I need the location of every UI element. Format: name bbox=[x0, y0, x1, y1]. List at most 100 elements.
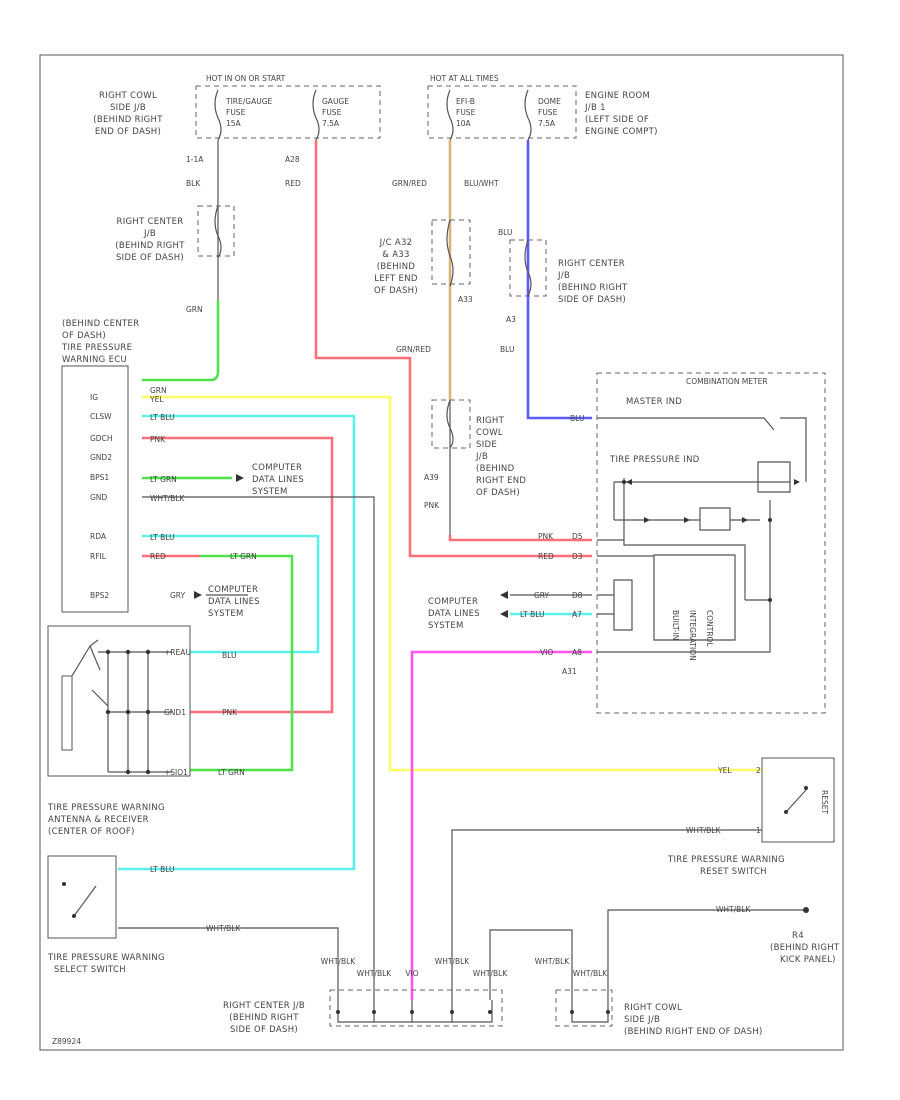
jc-l5: OF DASH) bbox=[374, 286, 418, 296]
ecu-wire-red: RED bbox=[150, 552, 166, 561]
cds-b-3: SYSTEM bbox=[208, 609, 244, 619]
meter-inner-2: INTEGRATION bbox=[688, 610, 697, 661]
rc-jb2-l1: RIGHT CENTER bbox=[558, 259, 625, 269]
wire-labels: 1-1A BLK A28 RED GRN/RED BLU/WHT GRN BLU… bbox=[186, 155, 516, 510]
meter-inner-1: BUILT-IN bbox=[671, 610, 680, 640]
reset-wire-yel: YEL bbox=[717, 766, 732, 775]
ecu-wire-pnk: PNK bbox=[150, 435, 166, 444]
ecu-pin-gnd2: GND2 bbox=[90, 453, 112, 462]
cds-a-arrow-icon bbox=[236, 474, 244, 482]
bottom-left-col-2: WHT/BLK bbox=[357, 969, 392, 978]
meter-wire-vio: VIO bbox=[540, 648, 553, 657]
antenna-pin-gnd1: GND1 bbox=[164, 708, 186, 717]
wire-cyan-a bbox=[118, 414, 356, 871]
rcowl-l1: RIGHT bbox=[476, 416, 505, 426]
fuse-box-right-loc-1: ENGINE ROOM bbox=[585, 91, 650, 101]
wire-label-3: GRN/RED bbox=[392, 179, 427, 188]
meter-wire-blu: BLU bbox=[570, 414, 584, 423]
bottom-right-col-1: WHT/BLK bbox=[535, 957, 570, 966]
wire-label-7: A3 bbox=[506, 315, 516, 324]
ecu-pin-bps1: BPS1 bbox=[90, 473, 109, 482]
antenna-pin-reau: +REAU bbox=[164, 648, 191, 657]
select-wire-ltblu: LT BLU bbox=[150, 865, 175, 874]
rc-jb2-l2: J/B bbox=[557, 271, 570, 281]
antenna-caption-3: (CENTER OF ROOF) bbox=[48, 827, 135, 837]
antenna-wire-blu: BLU bbox=[222, 651, 236, 660]
fuse-box-left-loc-1: RIGHT COWL bbox=[99, 91, 157, 101]
wire-pink bbox=[448, 535, 592, 542]
reset-pin-2: 2 bbox=[756, 766, 761, 775]
ground-terminal-icon bbox=[803, 907, 809, 913]
fuse-box-right-loc-2: J/B 1 bbox=[584, 103, 606, 113]
wire-yellow bbox=[142, 395, 762, 772]
ecu-pin-gdch: GDCH bbox=[90, 434, 112, 443]
ecu-title-4: WARNING ECU bbox=[62, 355, 127, 365]
wire-label-10: A39 bbox=[424, 473, 439, 482]
jc-l3: (BEHIND bbox=[377, 262, 416, 272]
ecu-wire-gry: GRY bbox=[170, 591, 186, 600]
wiring bbox=[118, 140, 806, 1000]
ecu-wire-grn: GRN bbox=[150, 386, 167, 395]
select-caption-1: TIRE PRESSURE WARNING bbox=[47, 953, 165, 963]
bottom-left-col-5: WHT/BLK bbox=[473, 969, 508, 978]
fuse-left-a-type: FUSE bbox=[226, 108, 246, 117]
junction-jc: J/C A32 & A33 (BEHIND LEFT END OF DASH) bbox=[374, 219, 471, 296]
bottom-left-caption-1: RIGHT CENTER J/B bbox=[223, 1001, 305, 1011]
fuse-right-b-type: FUSE bbox=[538, 108, 558, 117]
wire-green bbox=[142, 300, 220, 382]
rc-jb1-l2: J/B bbox=[143, 229, 156, 239]
ecu-title-2: OF DASH) bbox=[62, 331, 106, 341]
computer-data-lines: COMPUTER DATA LINES SYSTEM COMPUTER DATA… bbox=[194, 463, 508, 631]
fuse-box-right: HOT AT ALL TIMES ENGINE ROOM J/B 1 (LEFT… bbox=[427, 74, 658, 141]
antenna-wire-pnk: PNK bbox=[222, 708, 238, 717]
antenna-receiver: +REAU GND1 +SIO1 BLU PNK LT GRN TIRE PRE… bbox=[47, 625, 245, 837]
rc-jb2-l3: (BEHIND RIGHT bbox=[558, 283, 628, 293]
bottom-left-col-1: WHT/BLK bbox=[321, 957, 356, 966]
ecu-pin-rda: RDA bbox=[90, 532, 107, 541]
fuse-left-b-type: FUSE bbox=[322, 108, 342, 117]
wire-label-9: GRN/RED bbox=[396, 345, 431, 354]
junction-rcowl: RIGHT COWL SIDE J/B (BEHIND RIGHT END OF… bbox=[431, 399, 526, 498]
meter-wire-ltblu: LT BLU bbox=[520, 610, 545, 619]
select-wire-whtblk: WHT/BLK bbox=[206, 924, 241, 933]
fuse-box-right-loc-4: ENGINE COMPT) bbox=[585, 127, 658, 137]
antenna-pin-sio1: +SIO1 bbox=[164, 768, 188, 777]
wire-label-1a: 1-1A bbox=[186, 155, 204, 164]
wire-label-5: GRN bbox=[186, 305, 203, 314]
bottom-right-caption-2: SIDE J/B bbox=[624, 1015, 660, 1025]
meter-wire-pnk: PNK bbox=[538, 532, 554, 541]
bottom-right-col-2: WHT/BLK bbox=[573, 969, 608, 978]
ecu-wire-ltgrn-2: LT GRN bbox=[230, 552, 257, 561]
bottom-left-col-3: VIO bbox=[405, 969, 418, 978]
fuse-right-a-rating: 10A bbox=[456, 119, 472, 128]
fuse-left-b-name: GAUGE bbox=[322, 97, 349, 106]
select-switch: LT BLU WHT/BLK TIRE PRESSURE WARNING SEL… bbox=[47, 855, 241, 975]
meter-pin-d3: D3 bbox=[572, 552, 583, 561]
antenna-caption-1: TIRE PRESSURE WARNING bbox=[47, 803, 165, 813]
meter-pin-a7: A7 bbox=[572, 610, 582, 619]
junction-rc-jb1: RIGHT CENTER J/B (BEHIND RIGHT SIDE OF D… bbox=[115, 205, 235, 263]
ecu-pin-ig: IG bbox=[90, 393, 98, 402]
ecu-pin-rfil: RFIL bbox=[90, 552, 107, 561]
wire-label-2b: RED bbox=[285, 179, 301, 188]
fuse-box-right-header: HOT AT ALL TIMES bbox=[430, 74, 499, 83]
fuse-box-left-loc-4: END OF DASH) bbox=[95, 127, 161, 137]
combination-meter: COMBINATION METER MASTER IND TIRE PRESSU… bbox=[520, 372, 826, 714]
cds-d-arrow-icon bbox=[500, 610, 508, 618]
fuse-left-a-name: TIRE/GAUGE bbox=[225, 97, 273, 106]
fuse-box-right-loc-3: (LEFT SIDE OF bbox=[585, 115, 649, 125]
cds-b-1: COMPUTER bbox=[208, 585, 258, 595]
rcowl-l7: OF DASH) bbox=[476, 488, 520, 498]
antenna-caption-2: ANTENNA & RECEIVER bbox=[48, 815, 149, 825]
cds-b-2: DATA LINES bbox=[208, 597, 260, 607]
ecu-wire-yel: YEL bbox=[149, 395, 164, 404]
wire-label-8: BLU bbox=[500, 345, 514, 354]
ecu-title-3: TIRE PRESSURE bbox=[61, 343, 132, 353]
cds-c-2: DATA LINES bbox=[428, 609, 480, 619]
cds-a-3: SYSTEM bbox=[252, 487, 288, 497]
ecu-title-1: (BEHIND CENTER bbox=[62, 319, 139, 329]
rcowl-l6: RIGHT END bbox=[476, 476, 526, 486]
reset-tag: RESET bbox=[820, 790, 829, 814]
fuse-box-left-loc-2: SIDE J/B bbox=[110, 103, 146, 113]
